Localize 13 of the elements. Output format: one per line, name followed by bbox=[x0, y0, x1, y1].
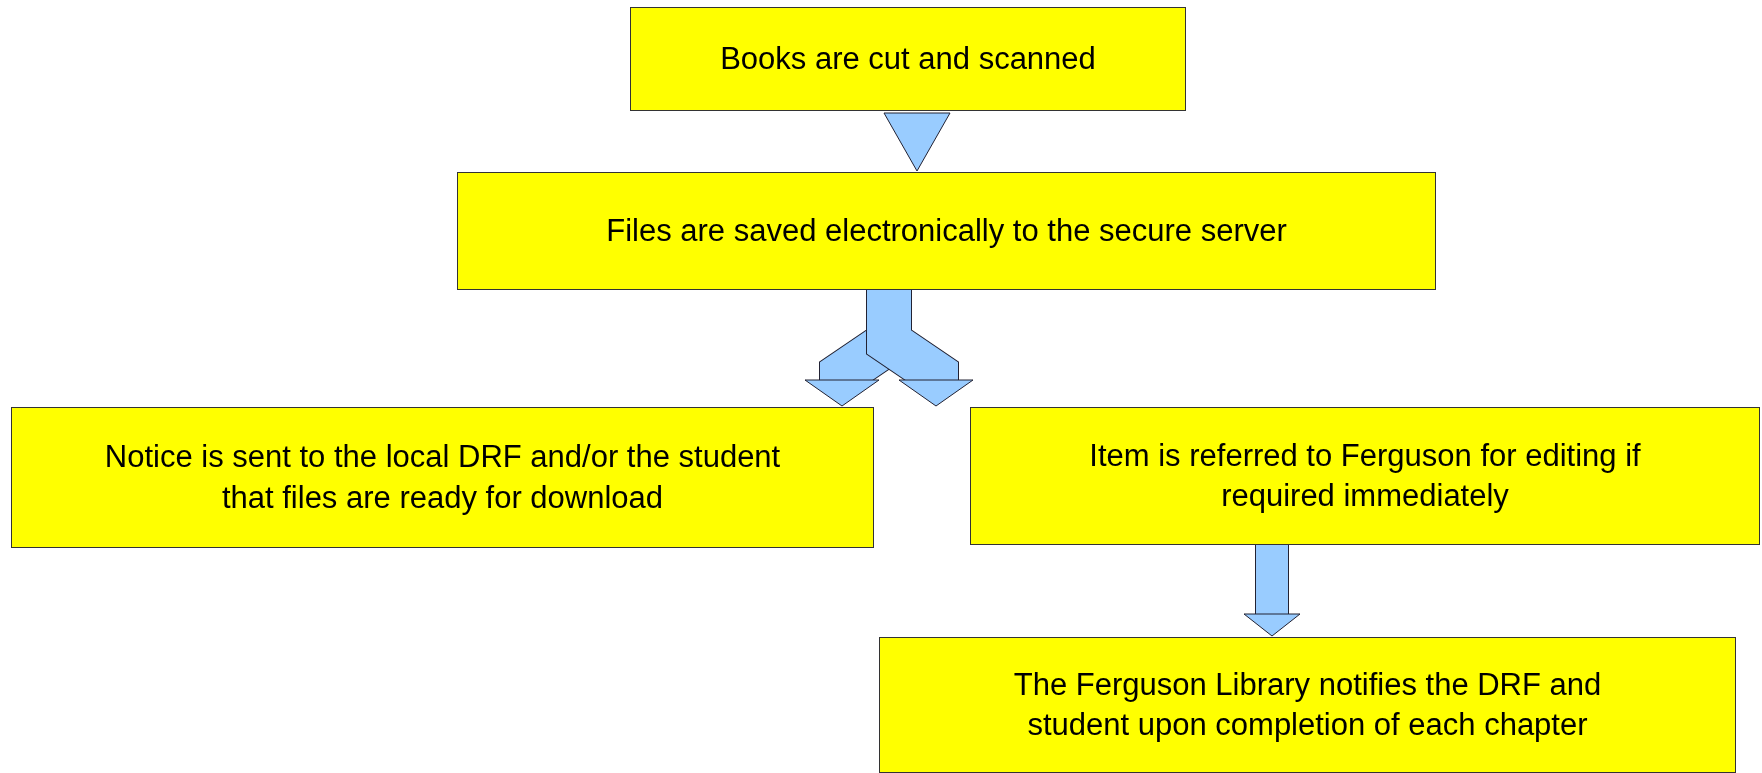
box-text: Books are cut and scanned bbox=[720, 39, 1096, 78]
block-arrow bbox=[866, 290, 974, 407]
process-box bbox=[11, 407, 874, 548]
process-box bbox=[457, 172, 1436, 290]
box-text: Notice is sent to the local DRF and/or the student that files are ready for download bbox=[103, 438, 782, 517]
box-text: Item is referred to Ferguson for editing if required immediately bbox=[1088, 436, 1642, 515]
block-arrow bbox=[883, 112, 951, 172]
box-text: Files are saved electronically to the secure server bbox=[606, 211, 1287, 250]
block-arrow bbox=[1243, 545, 1301, 637]
box-text: The Ferguson Library notifies the DRF and student upon completion of each chapter bbox=[1012, 665, 1603, 744]
process-box bbox=[630, 7, 1186, 111]
process-box bbox=[879, 637, 1736, 773]
process-box bbox=[970, 407, 1760, 545]
